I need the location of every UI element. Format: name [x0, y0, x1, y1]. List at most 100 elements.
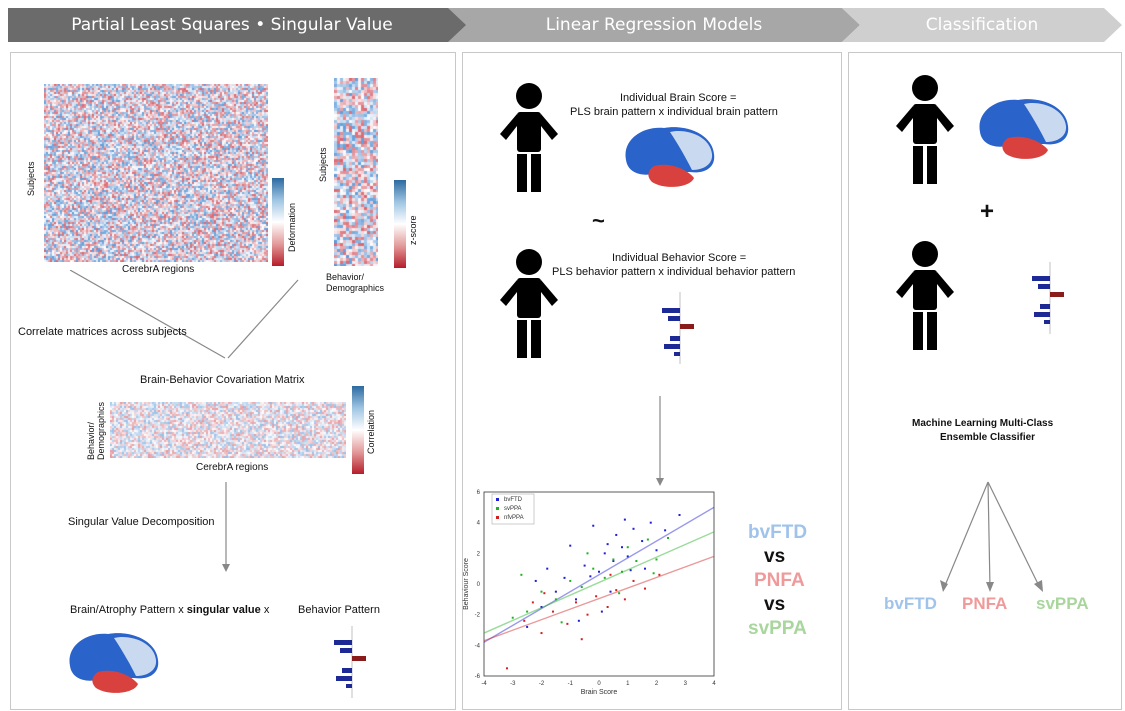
legend-marker-bvFTD	[496, 498, 499, 501]
svd-arrow	[222, 482, 230, 572]
y-tick-label: -6	[475, 674, 481, 680]
point-bvFTD	[655, 549, 658, 552]
point-svPPA	[646, 538, 649, 541]
point-svPPA	[592, 567, 595, 570]
point-svPPA	[618, 592, 621, 595]
brain-image	[625, 127, 715, 187]
point-bvFTD	[569, 544, 572, 547]
point-nfvPPA	[540, 632, 543, 635]
legend-label-nfvPPA: nfvPPA	[504, 515, 524, 521]
point-svPPA	[520, 573, 523, 576]
point-nfvPPA	[623, 598, 626, 601]
y-tick-label: 0	[477, 582, 481, 588]
x-tick-label: 3	[684, 681, 688, 687]
point-bvFTD	[623, 518, 626, 521]
x-tick-label: -4	[481, 681, 487, 687]
panel-classification	[848, 52, 1122, 710]
point-nfvPPA	[566, 622, 569, 625]
point-bvFTD	[609, 590, 612, 593]
point-bvFTD	[641, 540, 644, 543]
point-bvFTD	[592, 524, 595, 527]
chevron-shape	[8, 8, 474, 42]
behav-score-line1: Individual Behavior Score =	[612, 252, 747, 264]
point-nfvPPA	[609, 573, 612, 576]
point-nfvPPA	[575, 601, 577, 604]
point-bvFTD	[540, 606, 543, 608]
point-svPPA	[603, 576, 606, 579]
x-tick-label: 1	[626, 681, 630, 687]
y-tick-label: -2	[475, 613, 481, 619]
point-svPPA	[655, 558, 658, 561]
step-pls-svd-label: Partial Least Squares • Singular Value D…	[71, 15, 393, 69]
point-svPPA	[511, 616, 514, 619]
plot-area	[483, 491, 715, 677]
x-tick-label: 2	[655, 681, 659, 687]
point-bvFTD	[678, 514, 681, 516]
point-bvFTD	[621, 546, 623, 549]
out-svppa: svPPA	[1036, 594, 1089, 613]
point-svPPA	[667, 537, 669, 539]
point-bvFTD	[649, 521, 652, 524]
behavior-demographics-label: Behavior/ Demographics	[326, 272, 385, 293]
deformation-colorbar	[272, 178, 284, 266]
ml-line2: Ensemble Classifier	[940, 432, 1036, 443]
point-bvFTD	[575, 598, 577, 601]
svd-formula: Brain/Atrophy Pattern x singular value x	[70, 604, 269, 616]
point-bvFTD	[629, 569, 632, 572]
point-nfvPPA	[595, 595, 598, 598]
person-icon	[500, 83, 558, 192]
behavior-pattern-label: Behavior Pattern	[298, 604, 380, 616]
point-bvFTD	[644, 567, 646, 570]
person-icon	[500, 249, 558, 358]
point-bvFTD	[603, 552, 606, 555]
fit-line-svPPA	[483, 531, 715, 634]
point-svPPA	[586, 552, 589, 555]
point-svPPA	[526, 610, 529, 613]
brain-score-line2: PLS brain pattern x individual brain pat…	[570, 106, 778, 118]
point-bvFTD	[577, 619, 580, 622]
point-svPPA	[626, 546, 629, 549]
point-bvFTD	[589, 575, 592, 578]
point-svPPA	[635, 560, 638, 562]
ml-line1: Machine Learning Multi-Class	[912, 418, 1054, 429]
point-nfvPPA	[606, 606, 609, 608]
vs-bvftd: bvFTD	[748, 522, 808, 543]
point-nfvPPA	[580, 638, 583, 641]
x-tick-label: 4	[712, 681, 716, 687]
point-bvFTD	[612, 560, 615, 562]
point-nfvPPA	[644, 587, 646, 590]
point-svPPA	[652, 572, 655, 575]
point-nfvPPA	[586, 613, 589, 616]
point-nfvPPA	[658, 573, 661, 576]
point-bvFTD	[632, 527, 635, 530]
point-nfvPPA	[523, 619, 526, 622]
point-bvFTD	[526, 625, 529, 628]
cov-ylabel: Behavior/ Demographics	[86, 401, 106, 460]
brain-image	[979, 99, 1069, 159]
svd-text: Singular Value Decomposition	[68, 516, 215, 528]
vs-pnfa: PNFA	[754, 570, 805, 591]
legend-label-bvFTD: bvFTD	[504, 497, 523, 503]
x-axis-label: Brain Score	[581, 689, 618, 696]
vs-word-1: vs	[764, 546, 786, 567]
fit-line-nfvPPA	[483, 555, 715, 642]
point-nfvPPA	[531, 601, 534, 604]
out-bvftd: bvFTD	[884, 594, 937, 613]
vs-svppa: svPPA	[748, 618, 807, 639]
point-nfvPPA	[632, 579, 635, 582]
legend-label-svPPA: svPPA	[504, 506, 522, 512]
brain-image	[69, 633, 159, 693]
zscore-colorbar	[394, 180, 406, 268]
out-pnfa: PNFA	[962, 594, 1008, 613]
correlation-colorbar	[352, 386, 364, 474]
behav-score-line2: PLS behavior pattern x individual behavi…	[552, 266, 796, 278]
point-bvFTD	[606, 543, 609, 546]
y-tick-label: 6	[477, 490, 481, 496]
y-tick-label: 4	[477, 521, 481, 527]
formula-singular-value: singular value	[186, 604, 261, 616]
point-svPPA	[580, 586, 583, 589]
cerebra-label: CerebrA regions	[122, 264, 195, 275]
fit-line-bvFTD	[483, 506, 715, 643]
correlate-text: Correlate matrices across subjects	[18, 326, 187, 338]
point-svPPA	[540, 590, 543, 593]
